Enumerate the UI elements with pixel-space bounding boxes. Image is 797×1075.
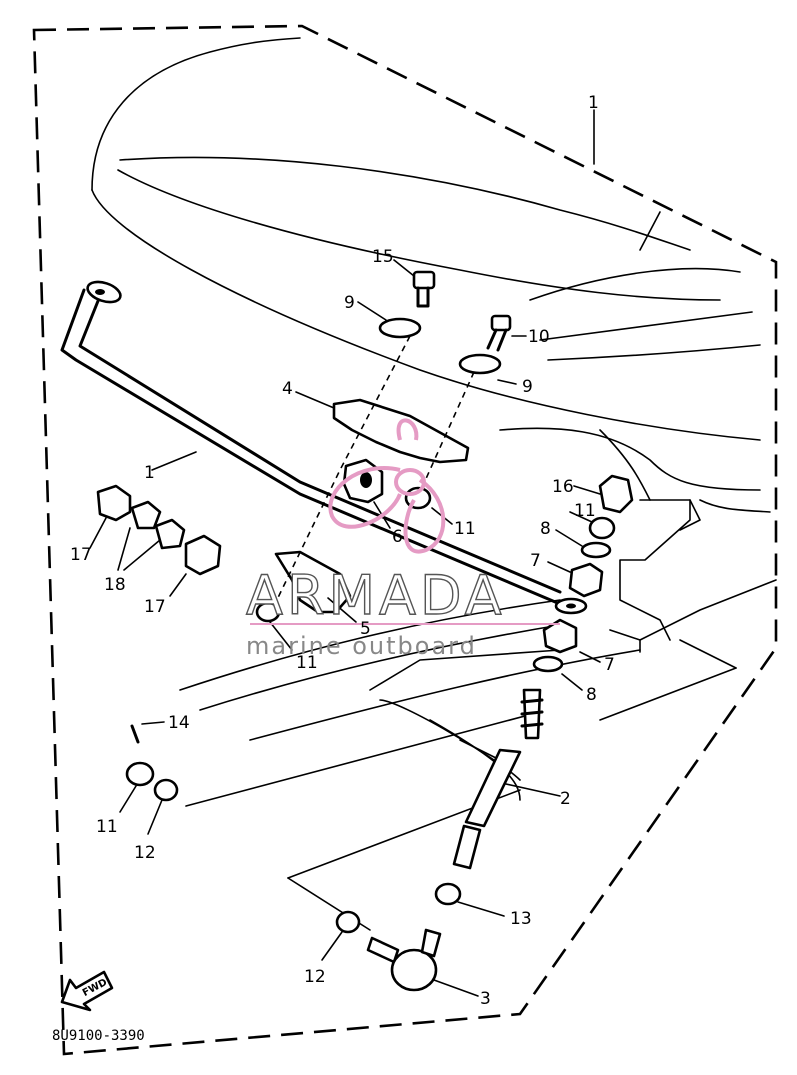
washer-9b: [458, 353, 502, 375]
bushing-17a: [96, 484, 132, 522]
cap-16: [598, 474, 634, 514]
callout-11b: 11: [574, 501, 596, 521]
connector-rod: [60, 280, 588, 615]
callout-11c: 11: [296, 653, 318, 673]
ball-joint: [366, 928, 442, 992]
bushing-17b: [184, 534, 222, 576]
callout-17b: 17: [144, 597, 166, 617]
callout-2: 2: [560, 789, 571, 809]
callout-3: 3: [480, 989, 491, 1009]
grommet-7a: [568, 562, 604, 598]
callout-8a: 8: [540, 519, 551, 539]
callout-9a: 9: [344, 293, 355, 313]
callout-7a: 7: [530, 551, 541, 571]
callout-15: 15: [372, 247, 394, 267]
fwd-arrow-icon: FWD: [60, 970, 114, 1012]
washer-8b: [532, 655, 564, 673]
washer-12b: [335, 910, 361, 934]
callout-14: 14: [168, 713, 190, 733]
callout-4: 4: [282, 379, 293, 399]
bracket-plate: [332, 398, 470, 464]
grommet-7b: [542, 618, 578, 654]
watermark-title: ARMADA: [246, 564, 506, 627]
washer-9a: [378, 317, 422, 339]
watermark-subtitle: marine outboard: [246, 632, 477, 660]
callout-12b: 12: [304, 967, 326, 987]
nut-11b: [255, 601, 281, 623]
callout-11a: 11: [454, 519, 476, 539]
callout-1-top: 1: [588, 93, 599, 113]
pin-14: [130, 724, 140, 744]
watermark: ARMADA marine outboard: [245, 418, 560, 660]
callout-18: 18: [104, 575, 126, 595]
washer-12a: [153, 778, 179, 802]
callout-1-rod: 1: [144, 463, 155, 483]
bolt-15: [412, 270, 436, 308]
callout-7b: 7: [604, 655, 615, 675]
bolt-10: [486, 314, 512, 352]
drawing-code: 8U9100-3390: [52, 1028, 145, 1044]
nut-13: [434, 882, 462, 906]
assembly-boundary: [32, 24, 778, 1056]
callout-17a: 17: [70, 545, 92, 565]
nut-11c: [588, 516, 616, 540]
clip-18b: [154, 518, 186, 550]
callout-10: 10: [528, 327, 550, 347]
callout-6: 6: [392, 527, 403, 547]
shaft: [452, 688, 544, 870]
clamp-lower: [274, 550, 352, 614]
nut-11d: [125, 761, 155, 787]
callout-11d: 11: [96, 817, 118, 837]
propeller-logo-icon: [328, 418, 446, 554]
leader-lines: [89, 109, 601, 997]
callout-16: 16: [552, 477, 574, 497]
callout-9b: 9: [522, 377, 533, 397]
callout-8b: 8: [586, 685, 597, 705]
callout-13: 13: [510, 909, 532, 929]
washer-8a: [580, 541, 612, 559]
assembly-axis: [271, 335, 411, 611]
callout-5: 5: [360, 619, 371, 639]
clip-18a: [130, 500, 162, 530]
callout-labels: 1 1 2 3 4 5 6 7 7 8 8 9 9 10 11 11 11 11…: [70, 93, 615, 1009]
callout-12a: 12: [134, 843, 156, 863]
